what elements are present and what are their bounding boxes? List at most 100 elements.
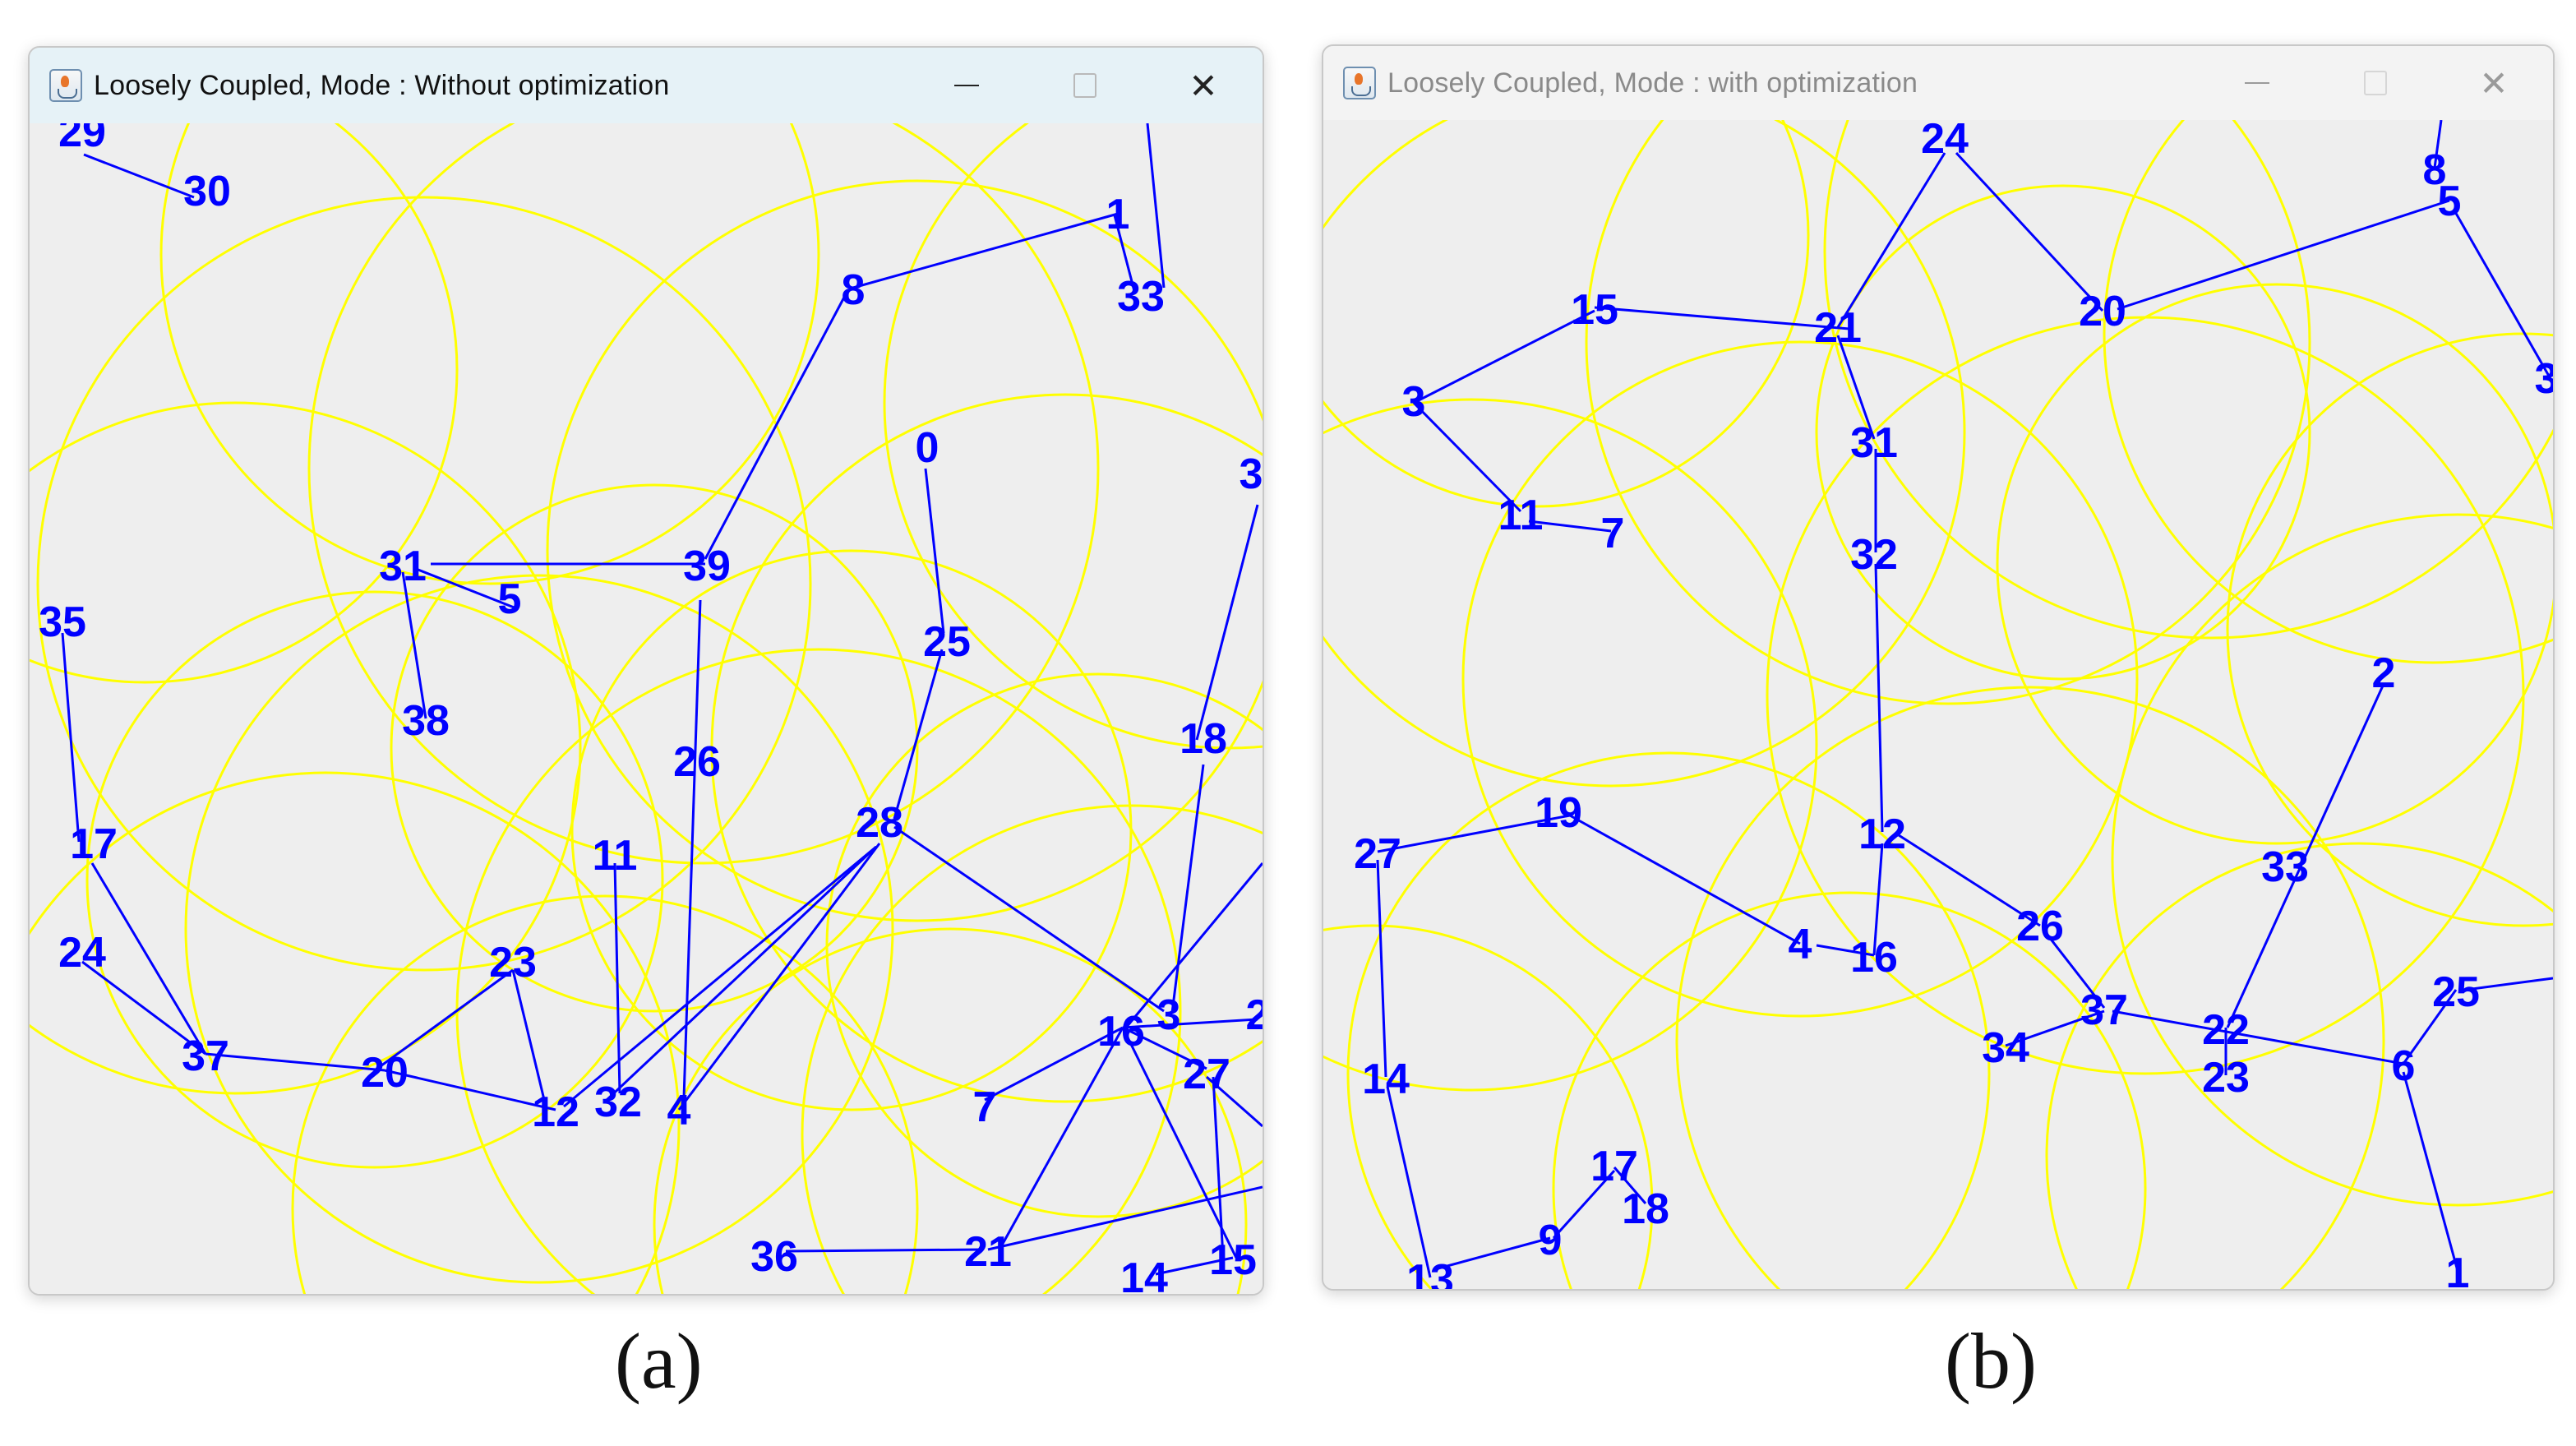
coverage-circle [1585,120,2311,705]
link-line [1528,520,1612,533]
node-label: 21 [1814,304,1862,352]
node-label: 37 [2080,986,2128,1034]
close-button[interactable]: ✕ [2479,63,2509,103]
node-label: 1 [1106,191,1130,238]
window-title: Loosely Coupled, Mode : Without optimiza… [94,69,670,101]
minimize-button[interactable] [2198,46,2316,120]
network-graph: 2485152120333111732219122733264162537223… [1323,120,2553,1289]
link-line [1206,1075,1263,1128]
link-line [2433,120,2443,169]
titlebar[interactable]: Loosely Coupled, Mode : Without optimiza… [30,48,1263,123]
link-line [677,843,881,1111]
link-line [1613,1167,1647,1204]
node-label: 39 [683,543,731,590]
link-line [83,153,195,199]
node-label: 24 [1921,120,1969,163]
link-line [61,632,81,843]
node-label: 17 [70,820,118,868]
java-app-icon [1343,67,1376,99]
node-label: 2 [2372,649,2396,697]
node-label: 27 [1183,1051,1230,1098]
coverage-circle [455,648,1182,1294]
link-line [1123,1030,1238,1259]
node-label: 9 [1539,1217,1563,1264]
minimize-button[interactable] [907,48,1026,123]
link-line [987,1185,1263,1251]
link-line [374,968,514,1072]
coverage-circle [2111,513,2553,1207]
link-line [1836,152,1946,328]
link-line [90,862,207,1055]
link-line [1386,1086,1432,1278]
node-label: 13 [1406,1256,1454,1289]
node-label: 18 [1180,715,1227,763]
link-line [563,845,877,1108]
node-label: 19 [1535,789,1582,837]
node-label: 6 [2392,1042,2416,1090]
node-label: 31 [379,543,427,590]
node-label: 32 [594,1079,642,1126]
node-label: 23 [489,939,537,986]
maximize-button[interactable] [2316,46,2435,120]
node-labels: 2930183303313953525382618281711242321633… [39,123,1263,1294]
node-label: 23 [2202,1054,2250,1102]
coverage-circle [1552,891,2147,1289]
coverage-circle [291,894,919,1294]
node-label: 37 [182,1033,229,1080]
maximize-button[interactable] [1026,48,1144,123]
link-line [1212,1076,1225,1259]
link-line [2117,199,2450,311]
coverage-circle [390,483,919,1013]
node-label: 4 [1789,921,1812,968]
java-app-icon [49,69,82,102]
node-label: 15 [1571,286,1618,334]
link-line [2453,210,2553,384]
link-line [1377,814,1571,853]
node-label: 0 [916,424,939,472]
coverage-circle [30,123,459,684]
coverage-circle [653,927,1248,1294]
node-label: 7 [1601,510,1625,557]
coverage-circle [1346,751,1991,1289]
coverage-circle [1675,686,2385,1289]
node-label: 31 [1850,419,1898,467]
coverage-circle [883,123,1263,750]
link-line [682,599,702,1099]
link-line [2402,989,2458,1065]
node-label: 20 [2079,288,2126,335]
link-line [401,571,427,719]
link-line [2045,933,2106,1009]
link-line [1412,401,1522,513]
node-label: 8 [842,266,866,314]
window-with-optimization: Loosely Coupled, Mode : with optimizatio… [1322,44,2555,1291]
coverage-circle [184,574,894,1284]
link-line [785,1248,984,1253]
coverage-circle [30,771,681,1294]
link-line [603,845,878,1103]
titlebar[interactable]: Loosely Coupled, Mode : with optimizatio… [1323,46,2553,120]
link-line [1122,1026,1207,1070]
link-line [613,862,621,1094]
coverage-circle [1815,184,2311,681]
node-label: 18 [1622,1185,1669,1233]
node-label: 38 [402,697,450,745]
node-label: 27 [1354,830,1401,878]
node-label: 28 [856,799,903,847]
node-label: 29 [58,123,106,156]
coverage-circle [1323,120,1966,788]
coverage-circles [1323,120,2553,1289]
link-line [704,292,848,560]
node-label: 3 [1240,450,1263,498]
link-line [1146,123,1166,289]
coverage-circle [1323,924,1654,1289]
node-label: 12 [1858,811,1906,858]
node-label: 26 [2016,903,2064,950]
node-label: 20 [361,1049,409,1097]
link-line [1122,1018,1258,1029]
node-label: 2 [1246,991,1263,1039]
window-without-optimization: Loosely Coupled, Mode : Without optimiza… [28,46,1264,1296]
link-line [1195,504,1259,741]
link-line [1816,944,1875,957]
coverage-circle [546,179,1263,922]
close-button[interactable]: ✕ [1189,66,1218,105]
